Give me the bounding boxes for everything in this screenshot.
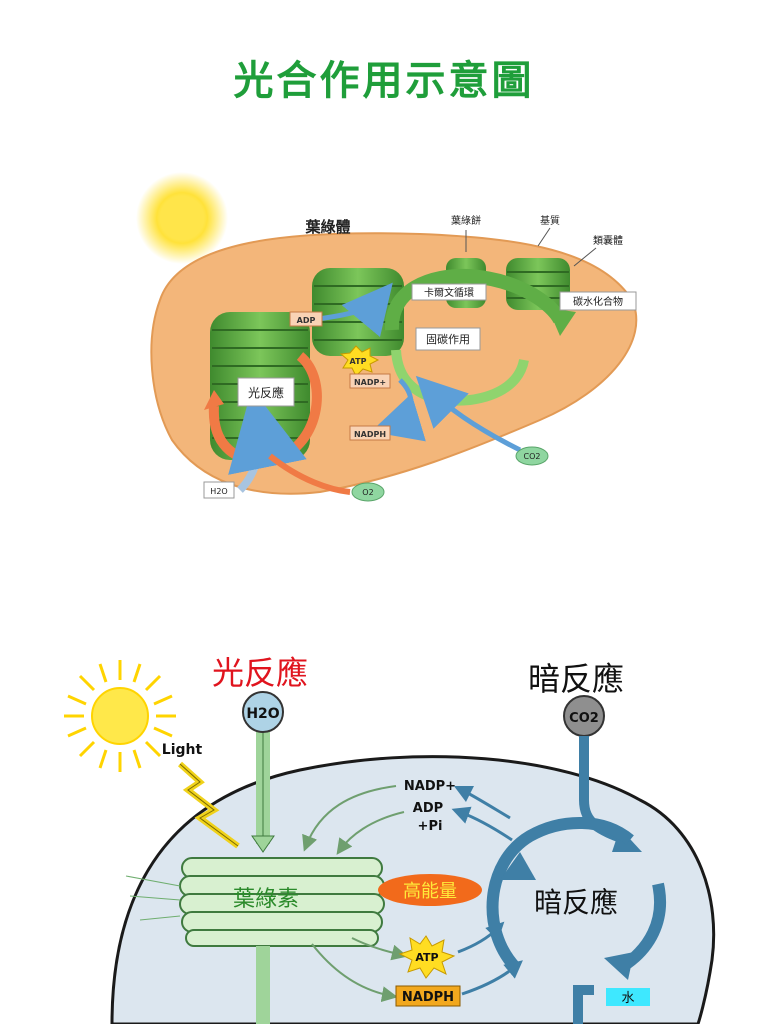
nadp-blue-arrow: [453, 785, 511, 820]
top-o2-label: O2: [362, 488, 373, 497]
stroma-pointer: [537, 227, 551, 247]
light-arrowhead: [204, 390, 224, 410]
nadph-arrow: [370, 378, 426, 442]
h2o-bubble: [242, 691, 284, 733]
top-carbohydrate-label: 碳水化合物: [573, 295, 623, 308]
calvin-cycle-arc: [391, 349, 529, 406]
water-box: [606, 988, 650, 1006]
bottom-diagram: 光反應 暗反應 H2O CO2: [64, 654, 716, 1024]
thylakoid-pointer: [573, 247, 597, 267]
stroma-lines: [125, 875, 181, 921]
top-light-reaction-label: 光反應: [248, 385, 284, 400]
top-carbon-fixation-label: 固碳作用: [426, 332, 470, 346]
adp-blue-arrow: [451, 806, 513, 842]
calvin-cycle-box: [411, 283, 487, 301]
co2-bubble: [515, 446, 549, 466]
calvin-arrowhead: [548, 308, 576, 336]
dark-reaction-heading: 暗反應: [528, 660, 624, 698]
bottom-adp-label: ADP: [413, 801, 443, 816]
high-energy-badge: [378, 874, 482, 906]
calvin-cycle-arrow: [384, 268, 567, 331]
bottom-pi-label: +Pi: [418, 819, 443, 834]
bottom-atp-label: ATP: [415, 951, 438, 964]
light-bolt-outline: [179, 763, 239, 847]
light-reaction-heading: 光反應: [212, 654, 308, 692]
nadp-box: [349, 373, 391, 389]
top-diagram: ATP ADP NADP+ NADPH 光反應 固碳作用 卡爾文循環 碳水化合物…: [136, 172, 638, 502]
stroma-label: 基質: [540, 214, 560, 227]
h2o-arrow: [228, 388, 307, 493]
co2-arrow: [415, 375, 522, 453]
sun-icon: [64, 660, 176, 772]
page-title: 光合作用示意圖: [233, 58, 535, 104]
top-adp-label: ADP: [297, 316, 316, 325]
h2o-box: [203, 481, 235, 499]
dark-cycle-arrowhead-up: [500, 852, 536, 880]
adp-return-arrow: [336, 811, 405, 855]
o2-bubble: [351, 482, 385, 502]
dark-cycle-arc-left: [486, 816, 634, 973]
sun-icon: [136, 172, 228, 264]
adp-box: [289, 311, 323, 327]
atp-star-icon: [339, 345, 380, 377]
dark-cycle-arrowhead-down: [604, 952, 634, 980]
bottom-co2-label: CO2: [569, 711, 599, 726]
nadph-box: [349, 425, 391, 441]
nadph-forward-arrow: [311, 943, 398, 1003]
nadp-return-arrow: [302, 785, 397, 852]
o2-arrow: [268, 453, 351, 495]
chloroplast-label: 葉綠體: [304, 218, 350, 236]
nadph-box: [395, 985, 461, 1007]
grana-label: 葉綠餅: [451, 214, 481, 227]
top-h2o-label: H2O: [210, 487, 227, 496]
chlorophyll-label: 葉綠素: [233, 887, 299, 912]
dark-cycle-outflow: [573, 985, 594, 1024]
bottom-nadph-label: NADPH: [402, 990, 454, 1005]
carbon-fixation-box: [415, 327, 481, 351]
light-reaction-box: [237, 377, 295, 407]
bottom-h2o-label: H2O: [246, 706, 279, 722]
water-label: 水: [621, 991, 634, 1006]
top-nadp-label: NADP+: [354, 378, 386, 387]
atp-forward-arrow: [351, 937, 408, 961]
carbohydrate-box: [559, 291, 637, 311]
h2o-arrowhead: [251, 835, 275, 853]
dark-reaction-cycle-label: 暗反應: [534, 886, 618, 919]
top-atp-label: ATP: [350, 357, 367, 366]
light-label: Light: [162, 742, 203, 758]
atp-star-icon: [398, 935, 456, 979]
high-energy-label: 高能量: [403, 881, 457, 902]
bottom-nadp-label: NADP+: [404, 779, 456, 794]
top-calvin-cycle-label: 卡爾文循環: [424, 286, 474, 299]
top-co2-label: CO2: [524, 452, 541, 461]
top-nadph-label: NADPH: [354, 430, 386, 439]
chlorophyll-stack: [179, 857, 385, 947]
thylakoid-label: 類囊體: [593, 234, 623, 247]
